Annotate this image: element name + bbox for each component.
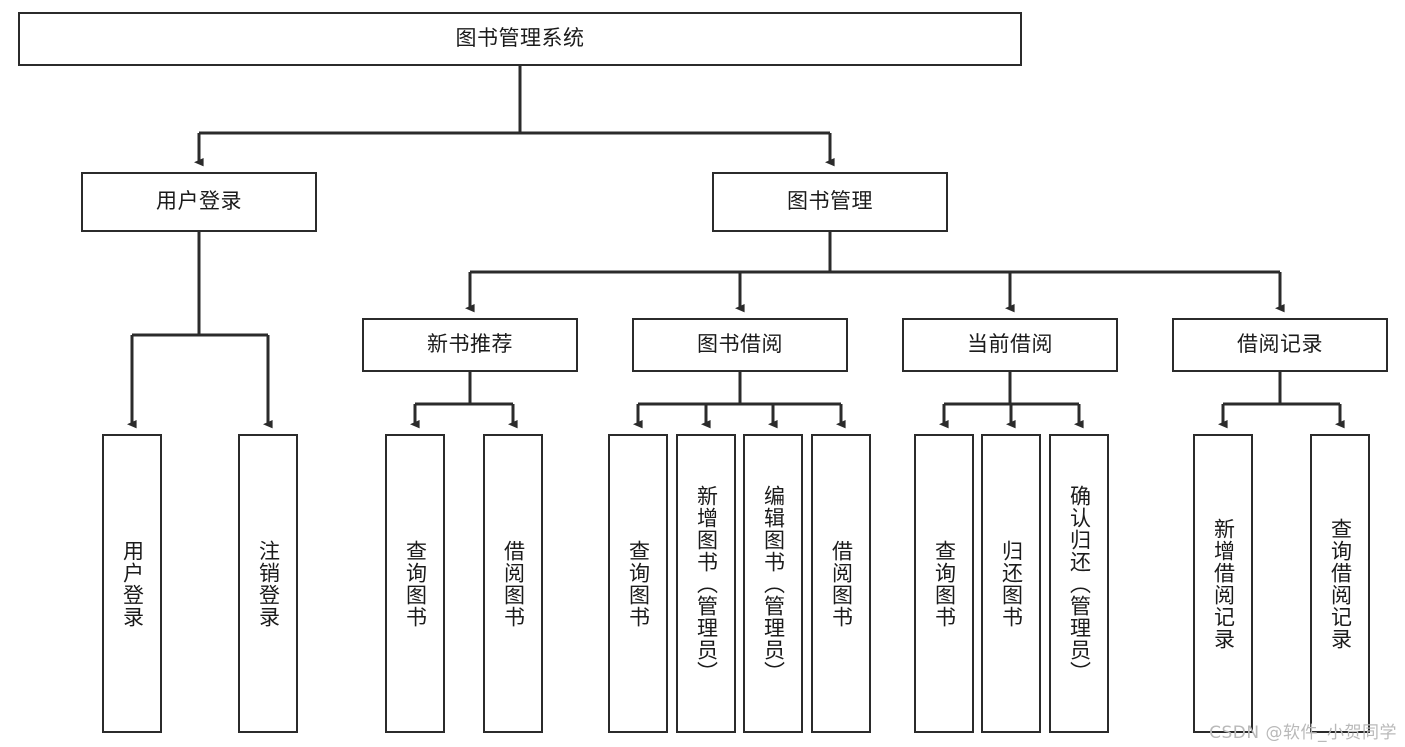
- node-new-book-recommend[interactable]: 新书推荐: [362, 318, 578, 372]
- node-book-manage-label: 图书管理: [787, 189, 873, 214]
- node-book-borrow[interactable]: 图书借阅: [632, 318, 848, 372]
- node-leaf-borrow-book-1[interactable]: 借阅图书: [483, 434, 543, 733]
- node-leaf-add-record[interactable]: 新增借阅记录: [1193, 434, 1253, 733]
- node-book-manage[interactable]: 图书管理: [712, 172, 948, 232]
- node-leaf-confirm-return-label: 确认归还（管理员）: [1067, 484, 1092, 683]
- node-leaf-query-book-2[interactable]: 查询图书: [608, 434, 668, 733]
- node-user-login-label: 用户登录: [156, 189, 242, 214]
- node-leaf-query-book-3-label: 查询图书: [932, 539, 957, 628]
- node-leaf-add-record-label: 新增借阅记录: [1211, 517, 1236, 650]
- node-leaf-add-book[interactable]: 新增图书（管理员）: [676, 434, 736, 733]
- watermark-text: CSDN @软件_小贺同学: [1209, 723, 1397, 743]
- node-leaf-borrow-book-2[interactable]: 借阅图书: [811, 434, 871, 733]
- node-book-borrow-label: 图书借阅: [697, 332, 783, 357]
- node-current-borrow-label: 当前借阅: [967, 332, 1053, 357]
- node-root[interactable]: 图书管理系统: [18, 12, 1022, 66]
- node-leaf-edit-book-label: 编辑图书（管理员）: [761, 484, 786, 683]
- node-borrow-record-label: 借阅记录: [1237, 332, 1323, 357]
- node-leaf-query-record[interactable]: 查询借阅记录: [1310, 434, 1370, 733]
- node-new-book-recommend-label: 新书推荐: [427, 332, 513, 357]
- node-leaf-query-book-1-label: 查询图书: [403, 539, 428, 628]
- node-leaf-query-record-label: 查询借阅记录: [1328, 517, 1353, 650]
- node-leaf-add-book-label: 新增图书（管理员）: [694, 484, 719, 683]
- node-leaf-user-login-label: 用户登录: [120, 539, 145, 628]
- node-leaf-edit-book[interactable]: 编辑图书（管理员）: [743, 434, 803, 733]
- node-borrow-record[interactable]: 借阅记录: [1172, 318, 1388, 372]
- node-leaf-return-book-label: 归还图书: [999, 539, 1024, 628]
- node-leaf-return-book[interactable]: 归还图书: [981, 434, 1041, 733]
- node-leaf-logout-label: 注销登录: [256, 539, 281, 628]
- node-leaf-query-book-1[interactable]: 查询图书: [385, 434, 445, 733]
- node-leaf-borrow-book-2-label: 借阅图书: [829, 539, 854, 628]
- node-user-login[interactable]: 用户登录: [81, 172, 317, 232]
- node-current-borrow[interactable]: 当前借阅: [902, 318, 1118, 372]
- node-leaf-confirm-return[interactable]: 确认归还（管理员）: [1049, 434, 1109, 733]
- node-leaf-user-login[interactable]: 用户登录: [102, 434, 162, 733]
- node-leaf-logout[interactable]: 注销登录: [238, 434, 298, 733]
- node-leaf-borrow-book-1-label: 借阅图书: [501, 539, 526, 628]
- node-leaf-query-book-2-label: 查询图书: [626, 539, 651, 628]
- node-root-label: 图书管理系统: [455, 26, 585, 51]
- node-leaf-query-book-3[interactable]: 查询图书: [914, 434, 974, 733]
